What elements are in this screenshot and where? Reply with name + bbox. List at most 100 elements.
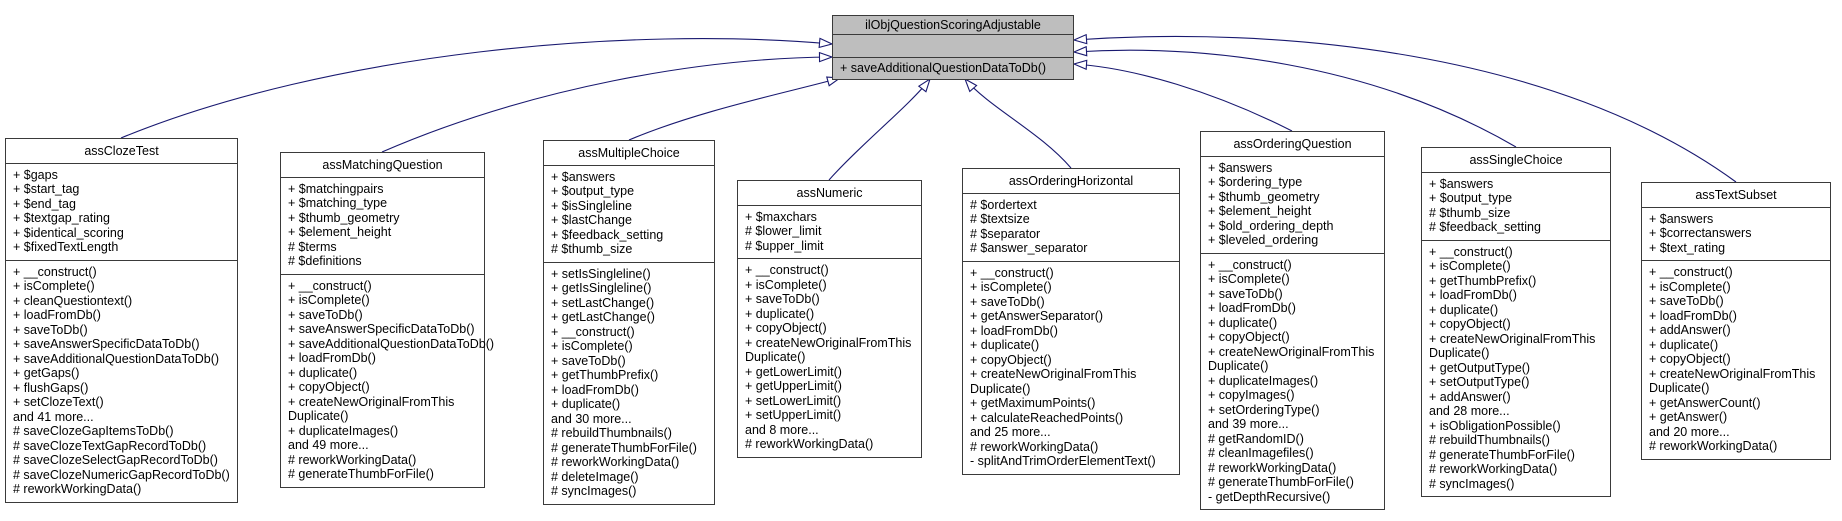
member-line: # generateThumbForFile() [288,467,434,481]
member-line: + cleanQuestiontext() [13,293,133,308]
member-line: # cleanImagefiles() [1208,446,1314,460]
member-line: # $upper_limit [745,238,824,253]
member-line: + getLastChange() [551,310,655,324]
member-line: # reworkWorkingData() [1649,439,1778,453]
member-line: # reworkWorkingData() [1208,460,1337,475]
inheritance-edge-assOrderingQuestion [1072,59,1293,132]
member-line: + duplicate() [745,306,815,321]
member-line: + setUpperLimit() [745,408,842,422]
member-line: # $terms [288,239,337,254]
member-line: + saveAdditionalQuestionDataToDb() [840,60,1047,75]
member-line: Duplicate() [745,350,806,364]
member-line: + __construct() [551,324,635,339]
class-name[interactable]: assClozeTest [6,139,237,164]
member-line: + getUpperLimit() [745,379,842,393]
member-line: + loadFromDb() [13,308,101,322]
member-line: + saveToDb() [551,353,626,368]
member-line: + saveToDb() [13,322,88,337]
member-line: + loadFromDb() [970,323,1058,338]
member-line: + addAnswer() [1429,389,1511,404]
member-line: + getOutputType() [1429,360,1531,375]
attributes-section: # $ordertext# $textsize# $separator# $an… [963,194,1179,261]
inheritance-edge-assSingleChoice [1072,45,1517,148]
class-name[interactable]: assNumeric [738,181,921,206]
class-name[interactable]: assOrderingQuestion [1201,132,1384,157]
class-name[interactable]: assMultipleChoice [544,141,714,166]
inheritance-edge-assMatchingQuestion [381,51,834,153]
class-name[interactable]: assSingleChoice [1422,148,1610,173]
member-line: # rebuildThumbnails() [551,426,672,440]
attributes-section: + $maxchars# $lower_limit# $upper_limit [738,206,921,259]
inheritance-edge-assOrderingHorizontal [963,77,1072,169]
member-line: # reworkWorkingData() [13,482,142,496]
member-line: + isComplete() [1429,259,1511,273]
member-line: # generateThumbForFile() [1208,475,1354,489]
class-box-assMultipleChoice[interactable]: assMultipleChoice + $answers+ $output_ty… [543,140,715,505]
class-name[interactable]: assOrderingHorizontal [963,169,1179,194]
member-line: - splitAndTrimOrderElementText() [970,454,1156,468]
class-box-assClozeTest[interactable]: assClozeTest + $gaps+ $start_tag+ $end_t… [5,138,238,503]
attributes-section [833,35,1073,57]
member-line: and 25 more... [970,425,1051,439]
class-name: ilObjQuestionScoringAdjustable [833,16,1073,35]
member-line: + copyObject() [1429,317,1511,331]
class-name[interactable]: assTextSubset [1642,183,1830,208]
class-name[interactable]: assMatchingQuestion [281,153,484,178]
member-line: + __construct() [1649,265,1733,279]
member-line: # reworkWorkingData() [288,452,417,467]
member-line: and 8 more... [745,422,819,437]
member-line: + addAnswer() [1649,323,1731,337]
member-line: - getDepthRecursive() [1208,489,1331,504]
member-line: # reworkWorkingData() [551,455,680,469]
member-line: + setOrderingType() [1208,402,1320,417]
member-line: + getMaximumPoints() [970,396,1096,410]
member-line: + getIsSingleline() [551,281,652,295]
class-box-assSingleChoice[interactable]: assSingleChoice + $answers+ $output_type… [1421,147,1611,497]
member-line: Duplicate() [288,409,349,423]
member-line: + saveToDb() [1208,286,1283,301]
class-box-assTextSubset[interactable]: assTextSubset + $answers+ $correctanswer… [1641,182,1831,460]
member-line: + getThumbPrefix() [1429,273,1537,288]
member-line: + setIsSingleline() [551,266,651,281]
attributes-section: + $answers+ $correctanswers+ $text_ratin… [1642,208,1830,261]
member-line: Duplicate() [1208,359,1269,373]
member-line: # $separator [970,226,1041,241]
member-line: + $element_height [1208,204,1312,218]
member-line: # $answer_separator [970,241,1088,255]
class-box-assOrderingHorizontal[interactable]: assOrderingHorizontal # $ordertext# $tex… [962,168,1180,475]
class-box-assNumeric[interactable]: assNumeric + $maxchars# $lower_limit# $u… [737,180,922,458]
member-line: + isComplete() [288,293,370,307]
member-line: + setLowerLimit() [745,393,842,408]
member-line: and 30 more... [551,411,632,426]
member-line: + $element_height [288,225,392,239]
member-line: + isComplete() [745,277,827,292]
member-line: + $output_type [551,184,635,198]
member-line: # syncImages() [551,484,637,498]
member-line: + getAnswer() [1649,410,1728,424]
member-line: + $fixedTextLength [13,240,119,254]
member-line: + createNewOriginalFromThis [970,367,1137,381]
member-line: # $textsize [970,212,1030,226]
member-line: Duplicate() [970,381,1031,396]
member-line: + __construct() [1208,257,1292,272]
inheritance-edge-assTextSubset [1072,33,1737,183]
methods-section: + saveAdditionalQuestionDataToDb() [833,56,1073,80]
member-line: + saveToDb() [970,294,1045,309]
member-line: # generateThumbForFile() [551,440,697,455]
class-box-assOrderingQuestion[interactable]: assOrderingQuestion + $answers+ $orderin… [1200,131,1385,510]
member-line: and 41 more... [13,409,94,424]
member-line: Duplicate() [1649,381,1710,395]
class-box-assMatchingQuestion[interactable]: assMatchingQuestion + $matchingpairs+ $m… [280,152,494,488]
member-line: and 28 more... [1429,404,1510,418]
member-line: + $old_ordering_depth [1208,218,1334,233]
methods-section: + __construct()+ isComplete()+ saveToDb(… [1201,252,1384,510]
member-line: + loadFromDb() [1649,308,1737,323]
member-line: + createNewOriginalFromThis [1429,331,1596,346]
member-line: # reworkWorkingData() [1429,462,1558,476]
member-line: + __construct() [13,264,97,279]
methods-section: + __construct()+ isComplete()+ getThumbP… [1422,239,1610,497]
member-line: + createNewOriginalFromThis [288,394,455,409]
methods-section: + __construct()+ isComplete()+ saveToDb(… [281,273,494,487]
